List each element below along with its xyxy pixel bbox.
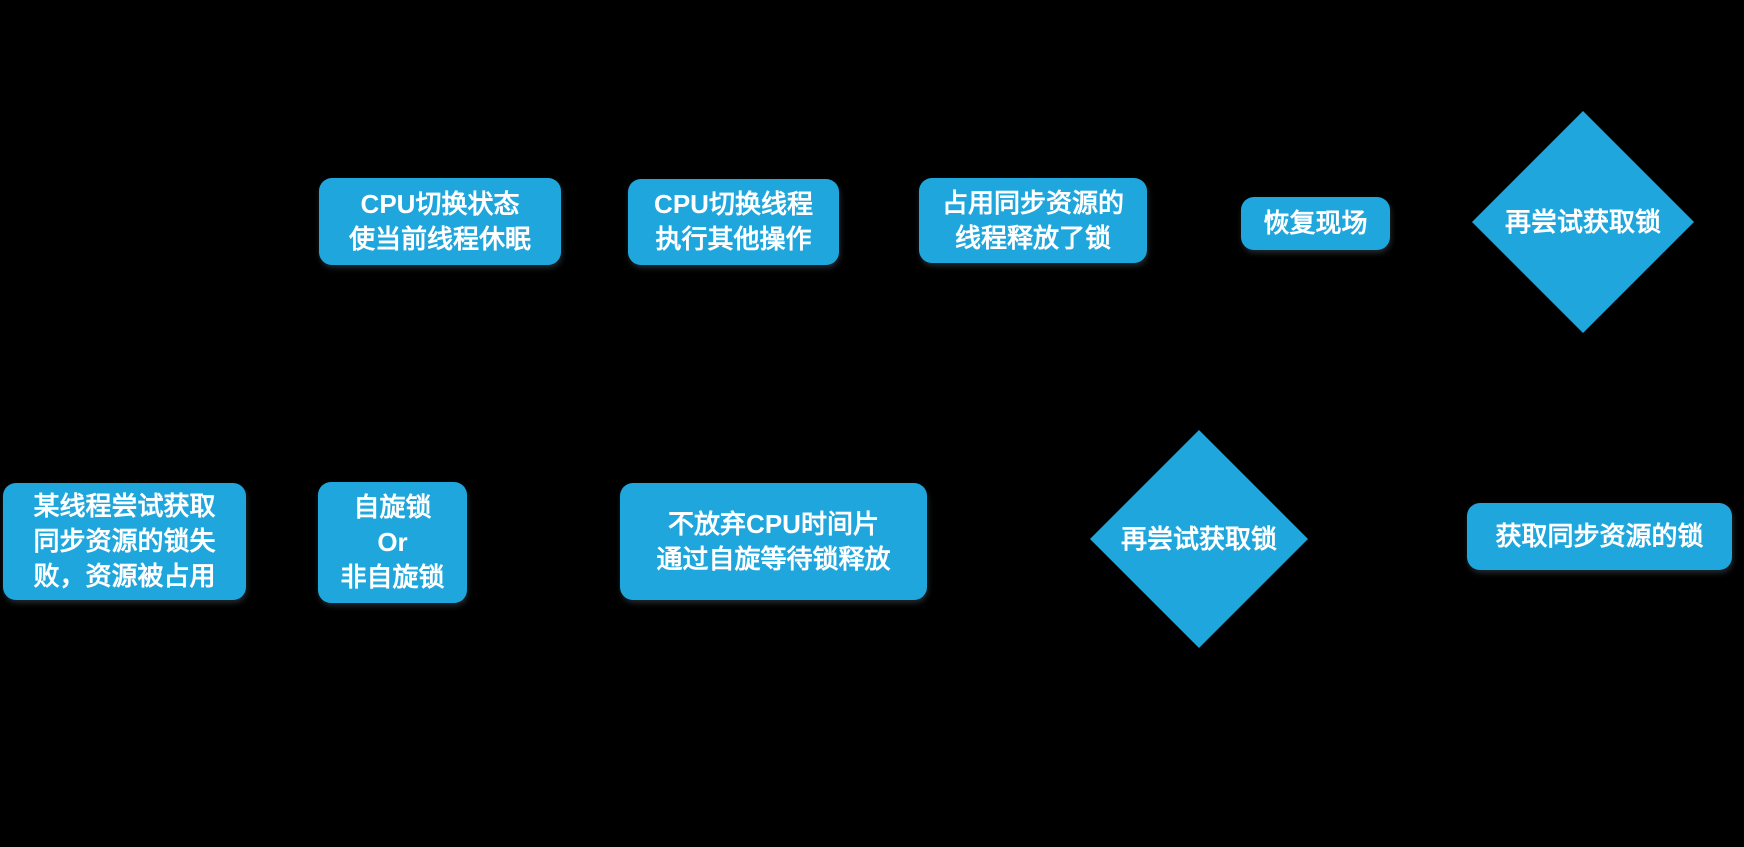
node-label-line: 恢复现场 <box>1263 208 1368 238</box>
flowchart-node-restore-context: 恢复现场 <box>1241 197 1390 250</box>
node-label-line: 执行其他操作 <box>655 224 812 254</box>
node-label-line: 使当前线程休眠 <box>348 223 531 254</box>
node-label-line: 再尝试获取锁 <box>1120 523 1277 554</box>
node-label-line: 某线程尝试获取 <box>33 491 216 521</box>
node-label-line: 线程释放了锁 <box>954 222 1111 253</box>
flowchart-node-keep-cpu-spin-wait: 不放弃CPU时间片通过自旋等待锁释放 <box>620 483 927 600</box>
node-label-line: CPU切换状态 <box>360 188 520 219</box>
flowchart-node-owner-released-lock: 占用同步资源的线程释放了锁 <box>919 178 1147 263</box>
node-label-line: 同步资源的锁失 <box>33 526 216 556</box>
flowchart-node-cpu-switch-state: CPU切换状态使当前线程休眠 <box>319 178 561 265</box>
flowchart-node-cpu-switch-thread: CPU切换线程执行其他操作 <box>628 179 839 265</box>
node-label-line: 自旋锁 <box>353 492 432 522</box>
flowchart-node-thread-try-lock-failed: 某线程尝试获取同步资源的锁失败，资源被占用 <box>3 483 246 600</box>
node-label-line: 败，资源被占用 <box>33 561 216 591</box>
node-label-line: Or <box>377 527 408 557</box>
flowchart-node-retry-acquire-lock-top: 再尝试获取锁 <box>1472 111 1694 333</box>
flowchart-node-acquired-sync-lock: 获取同步资源的锁 <box>1467 503 1732 570</box>
node-label-line: 非自旋锁 <box>340 562 445 592</box>
flowchart-node-retry-acquire-lock-bottom: 再尝试获取锁 <box>1090 430 1308 648</box>
node-label-line: 获取同步资源的锁 <box>1495 521 1704 551</box>
node-label-line: 占用同步资源的 <box>941 187 1124 218</box>
flowchart-node-spinlock-or-not: 自旋锁 Or 非自旋锁 <box>318 482 467 603</box>
node-label-line: 不放弃CPU时间片 <box>668 508 879 539</box>
node-label-line: 通过自旋等待锁释放 <box>656 543 891 574</box>
node-label-line: CPU切换线程 <box>654 189 813 219</box>
node-label-line: 再尝试获取锁 <box>1504 206 1661 237</box>
